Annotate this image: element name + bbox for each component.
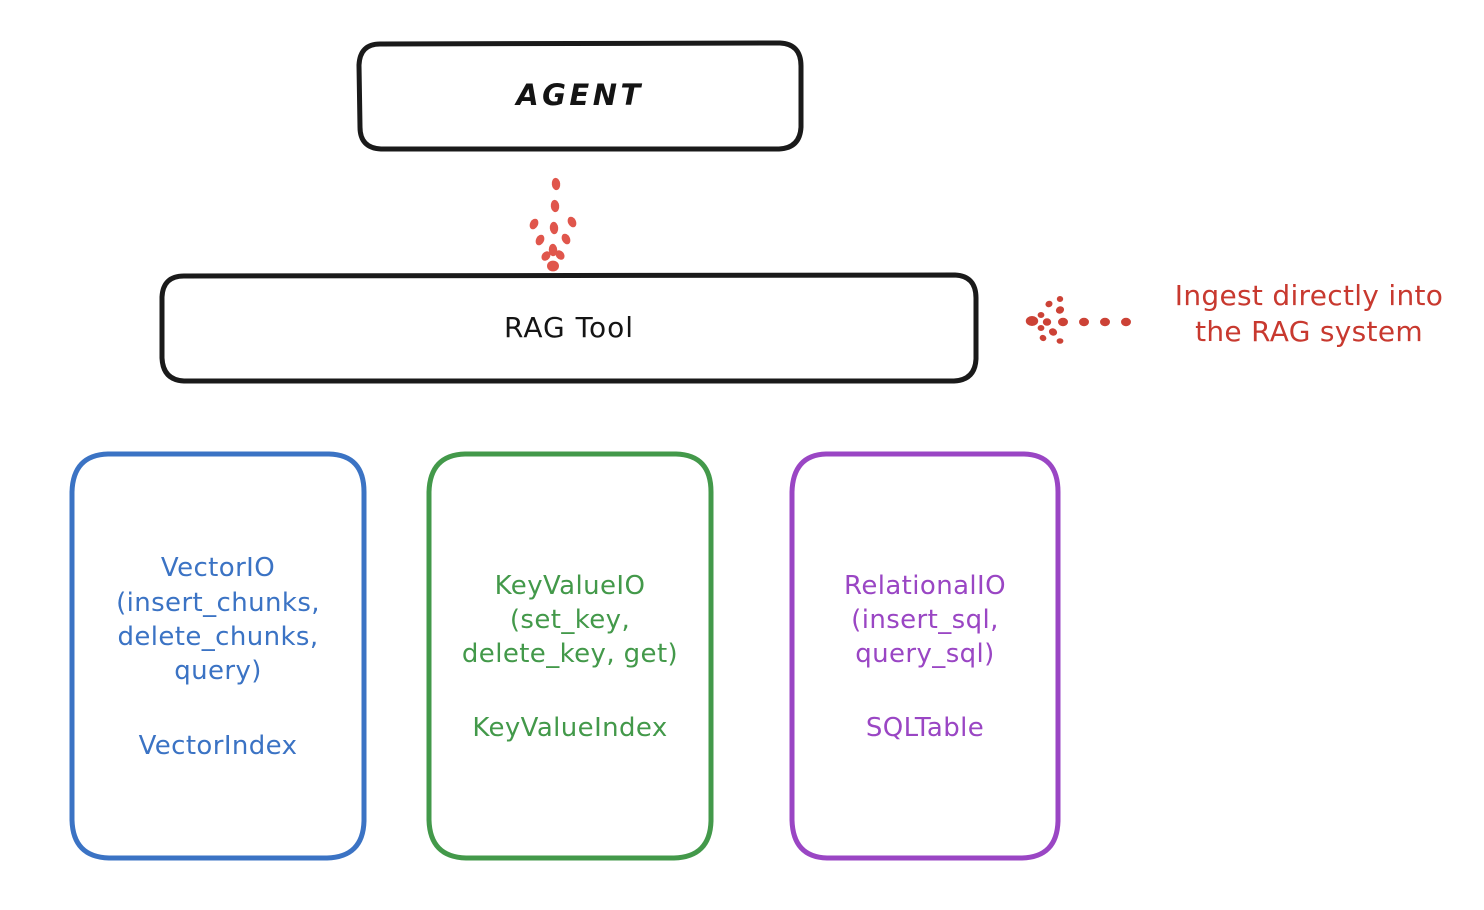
- node-key-value-io[interactable]: KeyValueIO (set_key, delete_key, get) Ke…: [425, 450, 715, 862]
- node-agent-label: AGENT: [516, 78, 644, 113]
- node-rag-tool[interactable]: RAG Tool: [158, 272, 980, 384]
- ingest-to-ragtool-arrow-icon: [1025, 296, 1131, 344]
- vector-io-api-label: VectorIO (insert_chunks, delete_chunks, …: [116, 553, 320, 687]
- key-value-io-text-wrap: KeyValueIO (set_key, delete_key, get) Ke…: [425, 450, 715, 862]
- relational-io-api-label: RelationalIO (insert_sql, query_sql): [844, 570, 1006, 670]
- agent-text-wrap: AGENT: [356, 77, 804, 115]
- relational-io-index-label: SQLTable: [865, 713, 985, 744]
- agent-to-ragtool-arrow-icon: [529, 177, 577, 272]
- vector-io-index-label: VectorIndex: [138, 730, 298, 761]
- node-vector-io[interactable]: VectorIO (insert_chunks, delete_chunks, …: [68, 450, 368, 862]
- key-value-io-index-label: KeyValueIndex: [472, 713, 668, 744]
- ingest-annotation-label: Ingest directly into the RAG system: [1174, 279, 1444, 349]
- node-relational-io[interactable]: RelationalIO (insert_sql, query_sql) SQL…: [788, 450, 1062, 862]
- rag-tool-text-wrap: RAG Tool: [158, 310, 980, 346]
- relational-io-text-wrap: RelationalIO (insert_sql, query_sql) SQL…: [788, 450, 1062, 862]
- node-agent[interactable]: AGENT: [356, 40, 804, 152]
- node-rag-tool-label: RAG Tool: [504, 310, 634, 344]
- key-value-io-api-label: KeyValueIO (set_key, delete_key, get): [461, 570, 679, 670]
- vector-io-text-wrap: VectorIO (insert_chunks, delete_chunks, …: [68, 450, 368, 862]
